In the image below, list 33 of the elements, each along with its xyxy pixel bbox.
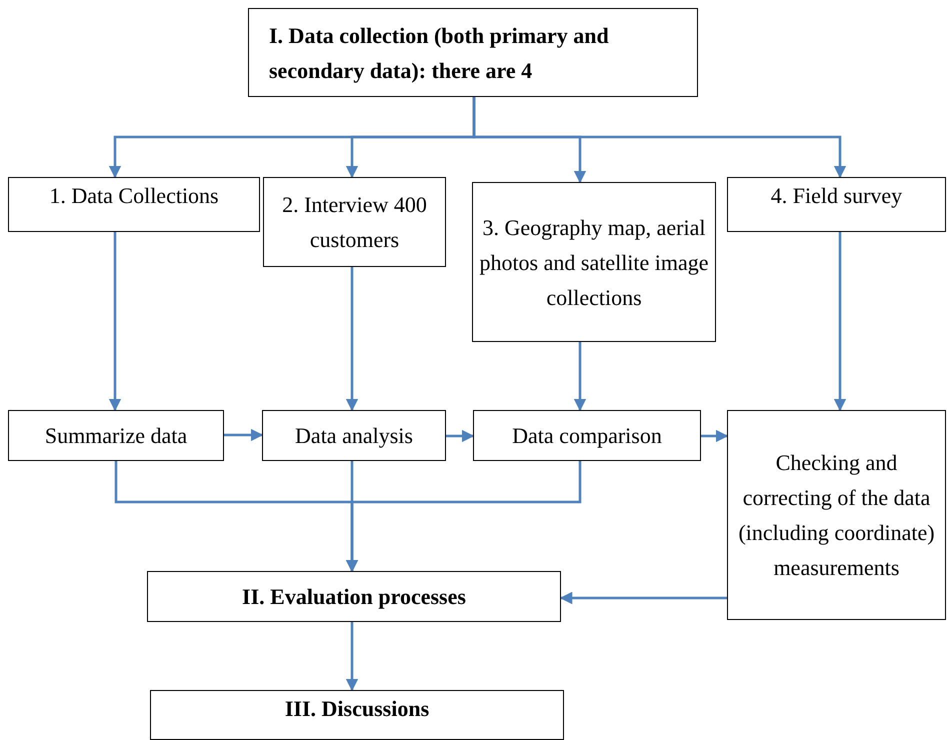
box-text: Data analysis [295, 422, 413, 450]
arrow [472, 97, 846, 178]
arrow [574, 342, 586, 412]
box-text: 1. Data Collections [49, 182, 219, 210]
process-box [8, 177, 260, 232]
process-box [248, 8, 698, 97]
box-text: II. Evaluation processes [242, 583, 466, 611]
process-box [150, 690, 564, 740]
arrow [560, 592, 727, 604]
arrow [446, 430, 474, 442]
arrow [834, 232, 846, 412]
process-box [262, 410, 446, 461]
arrow [108, 232, 122, 412]
box-text: 2. Interview 400 customers [281, 191, 428, 254]
process-box [473, 410, 701, 461]
process-box [8, 410, 224, 461]
box-text: Data comparison [512, 422, 662, 450]
box-text: I. Data collection (both primary and secondary data): there are 4 [269, 22, 610, 85]
arrow [701, 430, 728, 442]
process-box [727, 177, 946, 232]
box-text: Checking and correcting of the data (including coordinate) measurements [737, 449, 936, 582]
process-box [263, 177, 446, 267]
box-text: Summarize data [44, 422, 188, 450]
box-text: III. Discussions [284, 695, 430, 723]
box-text: 4. Field survey [770, 182, 902, 210]
process-box [472, 182, 716, 342]
arrow [346, 622, 358, 692]
arrow [224, 428, 264, 442]
arrow [346, 267, 358, 412]
box-text: 3. Geography map, aerial photos and satellite image collections [479, 214, 709, 312]
process-box [727, 410, 946, 620]
process-box [147, 571, 561, 622]
arrow [346, 461, 582, 572]
